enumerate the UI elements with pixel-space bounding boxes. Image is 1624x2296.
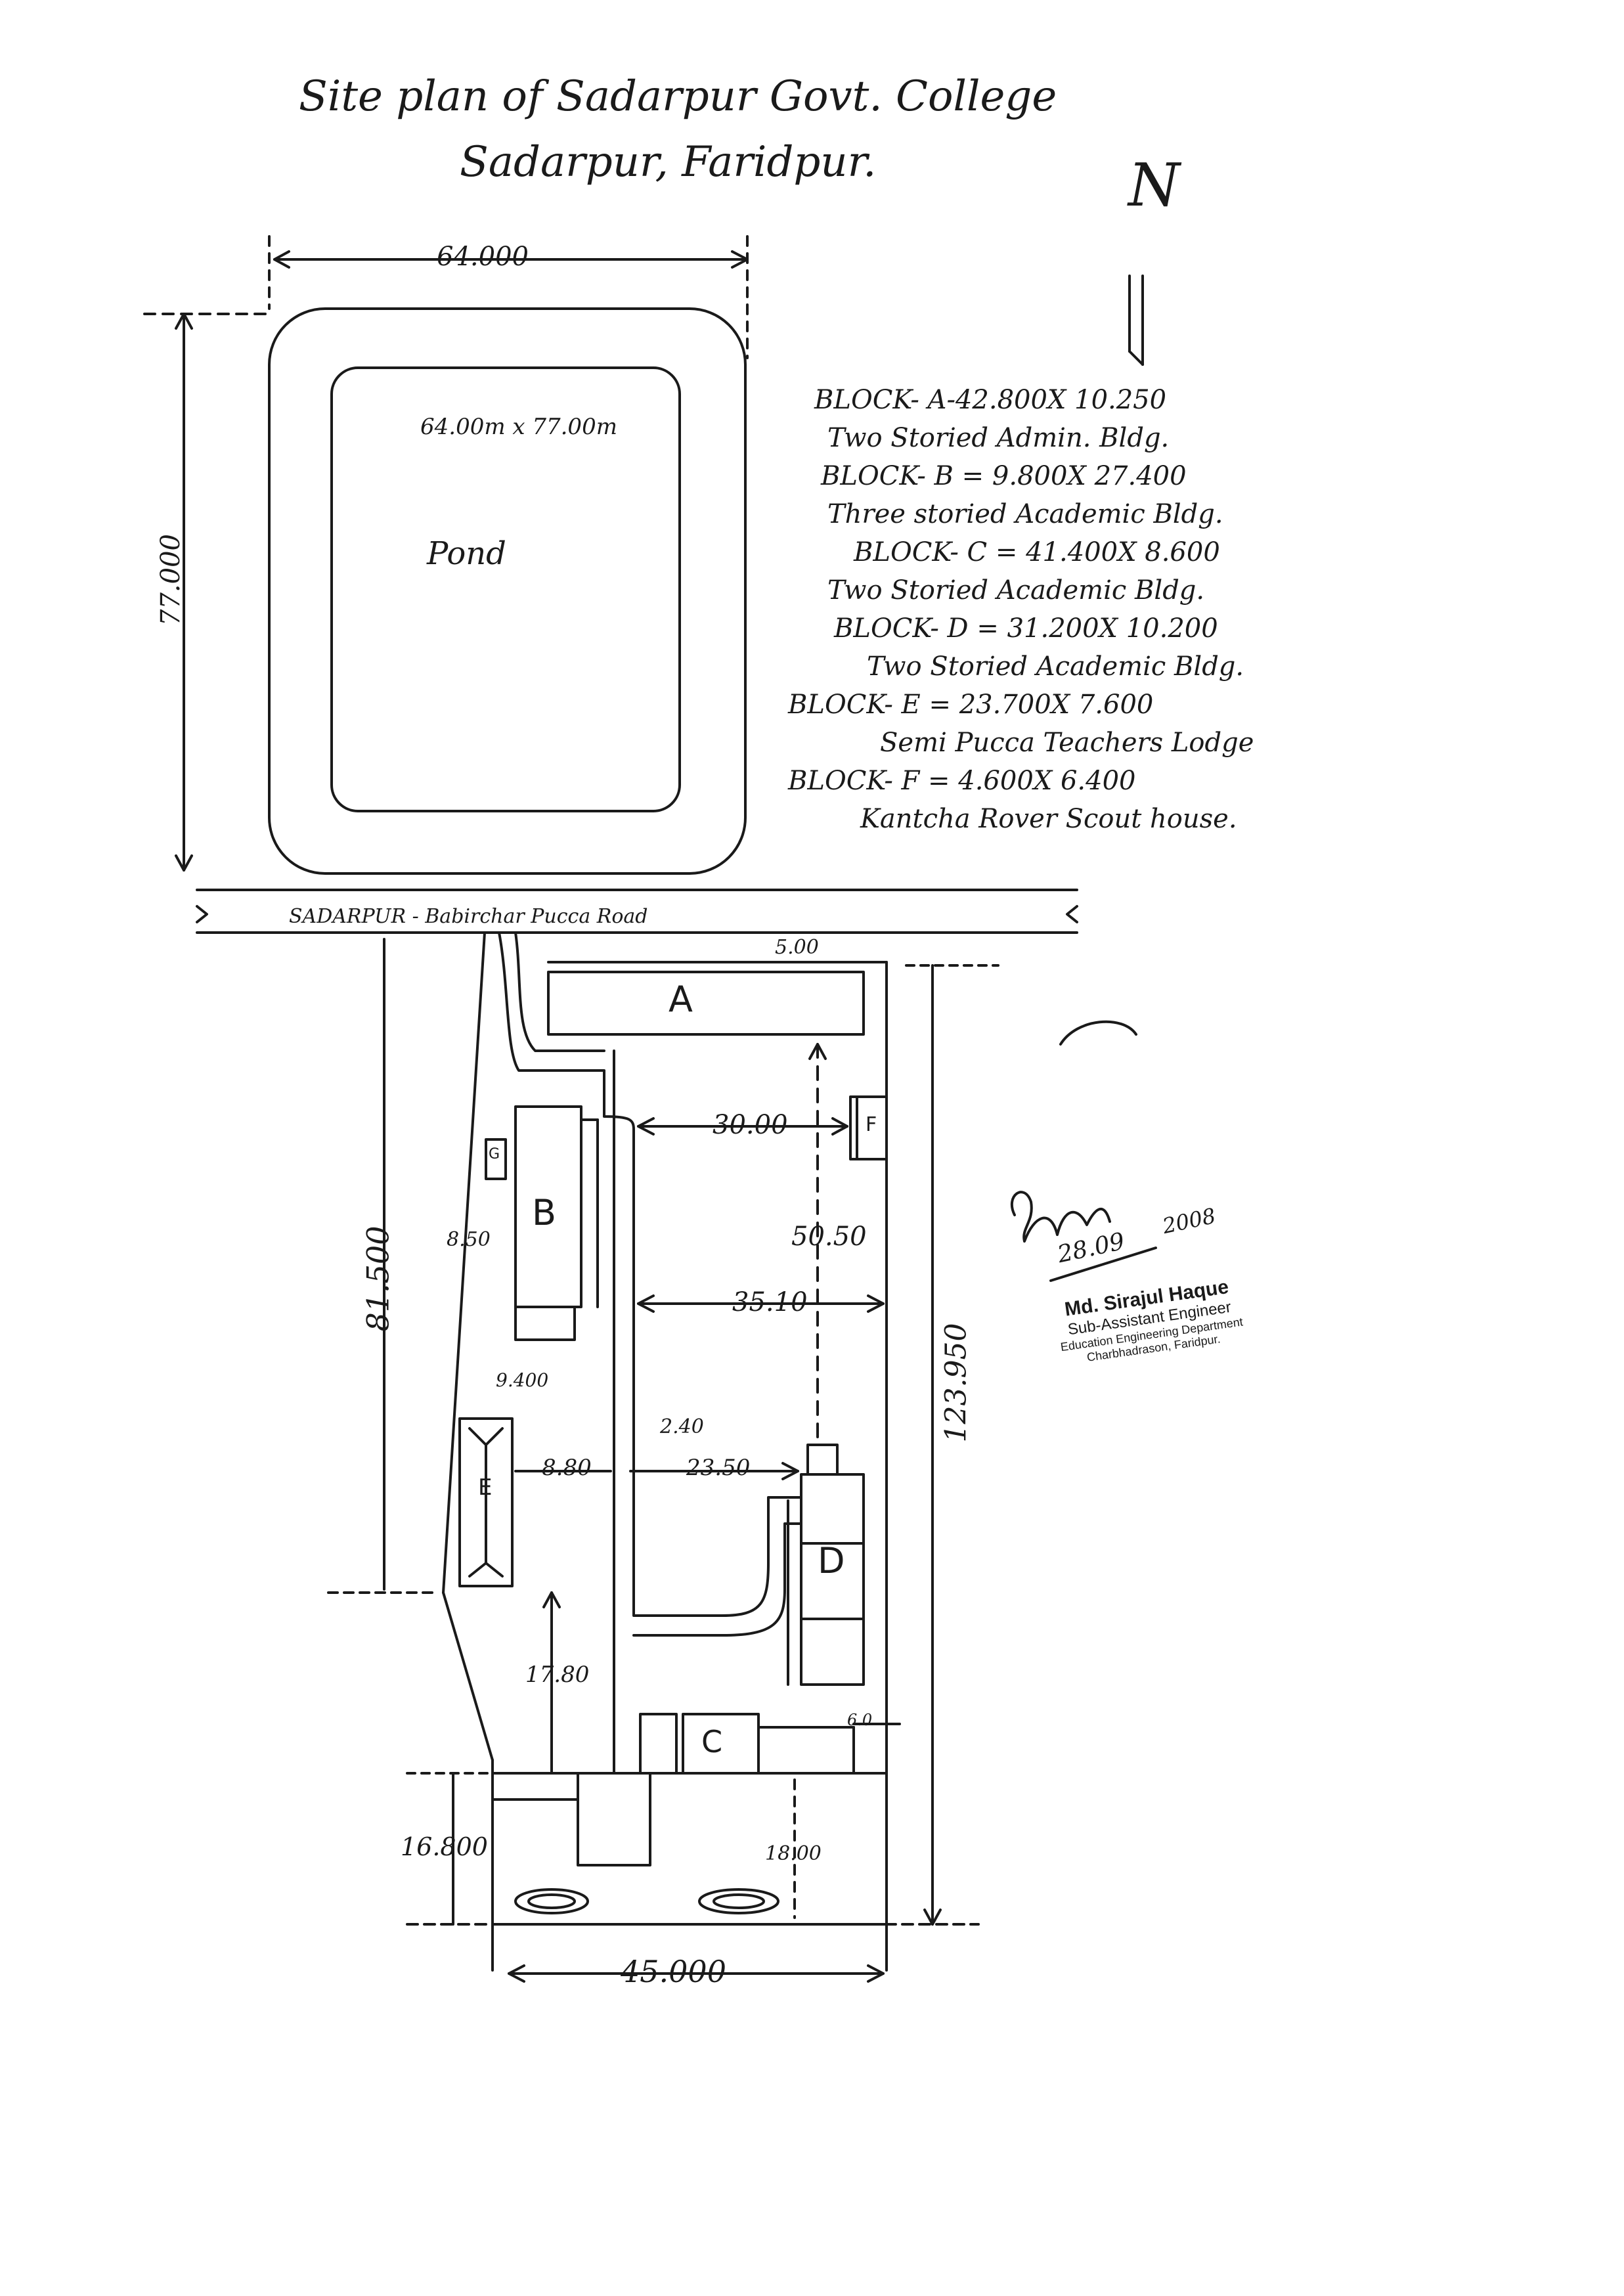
dim-123-950: 123.950 xyxy=(939,1323,973,1443)
title-line-2: Sadarpur, Faridpur. xyxy=(460,138,877,187)
legend-block-e-desc: Semi Pucca Teachers Lodge xyxy=(880,728,1254,758)
dim-81-500: 81.500 xyxy=(360,1225,396,1332)
legend-block-a-desc: Two Storied Admin. Bldg. xyxy=(827,423,1170,453)
block-g-label: G xyxy=(489,1146,500,1162)
legend-block-f-desc: Kantcha Rover Scout house. xyxy=(860,804,1237,834)
dim-35-10: 35.10 xyxy=(732,1287,808,1317)
dim-17-80: 17.80 xyxy=(525,1662,590,1688)
signature-mark xyxy=(1010,1191,1111,1243)
dim-45-000: 45.000 xyxy=(621,1954,726,1989)
block-d-label: D xyxy=(818,1540,845,1581)
block-c-shape xyxy=(682,1713,760,1775)
block-a-shape xyxy=(547,971,865,1036)
pond-width-dim: 64.000 xyxy=(437,242,529,272)
block-e-shape xyxy=(458,1417,514,1587)
dim-5: 5.00 xyxy=(775,936,819,959)
pond-label: Pond xyxy=(427,535,506,572)
block-f-shape xyxy=(849,1095,888,1160)
legend-block-e-spec: BLOCK- E = 23.700X 7.600 xyxy=(788,690,1154,720)
dim-6: 6.0 xyxy=(847,1711,873,1729)
legend-block-c-spec: BLOCK- C = 41.400X 8.600 xyxy=(854,537,1220,567)
dim-30: 30.00 xyxy=(713,1110,788,1140)
legend-block-b-desc: Three storied Academic Bldg. xyxy=(827,499,1223,529)
pond-outer-boundary xyxy=(268,307,747,875)
block-b-label: B xyxy=(532,1192,557,1233)
legend-block-d-desc: Two Storied Academic Bldg. xyxy=(867,651,1244,682)
block-g-shape xyxy=(485,1138,507,1180)
dim-50-50: 50.50 xyxy=(791,1222,867,1252)
pond-height-dim: 77.000 xyxy=(155,534,186,626)
pond-inner-boundary xyxy=(330,366,681,812)
block-a-label: A xyxy=(669,979,693,1020)
dim-8-80: 8.80 xyxy=(542,1455,592,1481)
legend-block-f-spec: BLOCK- F = 4.600X 6.400 xyxy=(788,766,1136,796)
legend-block-c-desc: Two Storied Academic Bldg. xyxy=(827,575,1205,606)
dim-8-50: 8.50 xyxy=(447,1228,491,1251)
legend-block-b-spec: BLOCK- B = 9.800X 27.400 xyxy=(821,461,1187,491)
title-line-1: Site plan of Sadarpur Govt. College xyxy=(299,72,1057,121)
north-label: N xyxy=(1128,151,1180,220)
legend-block-d-spec: BLOCK- D = 31.200X 10.200 xyxy=(834,613,1218,644)
dim-23-50: 23.50 xyxy=(686,1455,751,1481)
dim-9-400: 9.400 xyxy=(496,1369,549,1391)
legend-block-a-spec: BLOCK- A-42.800X 10.250 xyxy=(814,385,1167,415)
dim-2-40: 2.40 xyxy=(660,1415,704,1438)
block-e-label: E xyxy=(478,1474,493,1501)
block-f-label: F xyxy=(866,1113,877,1136)
dim-18: 18.00 xyxy=(765,1842,822,1865)
pond-size: 64.00m x 77.00m xyxy=(420,414,617,440)
legend: BLOCK- A-42.800X 10.250 Two Storied Admi… xyxy=(788,381,1254,838)
block-c-label: C xyxy=(701,1724,723,1759)
dim-16-800: 16.800 xyxy=(401,1832,488,1861)
road-label: SADARPUR - Babirchar Pucca Road xyxy=(289,905,648,928)
north-arrow-icon xyxy=(1128,275,1144,366)
